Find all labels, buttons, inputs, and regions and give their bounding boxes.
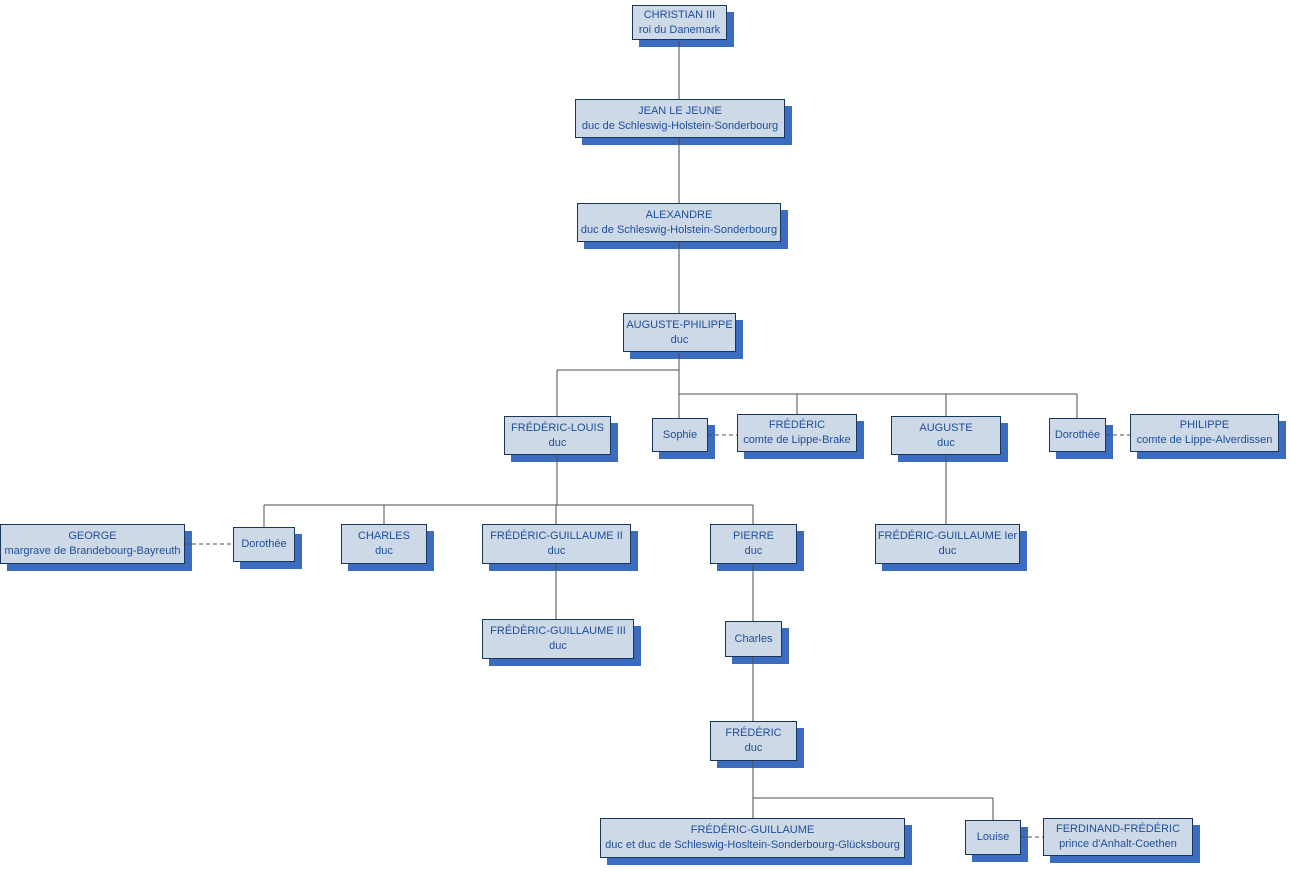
person-title: comte de Lippe-Alverdissen bbox=[1136, 434, 1273, 446]
person-name: Sophie bbox=[662, 428, 698, 441]
person-name: FERDINAND-FRÉDÉRIC bbox=[1055, 823, 1181, 836]
node-frederic-louis: FRÉDÉRIC-LOUIS duc bbox=[504, 416, 611, 455]
node-dorothee-brandebourg: Dorothée bbox=[233, 527, 295, 562]
person-title: duc bbox=[670, 333, 689, 346]
person-name: Charles bbox=[734, 632, 773, 645]
node-auguste-philippe: AUGUSTE-PHILIPPE duc bbox=[623, 313, 736, 352]
person-title: prince d'Anhalt-Coethen bbox=[1059, 838, 1177, 850]
person-name: FRÉDÉRIC-GUILLAUME bbox=[690, 824, 815, 837]
person-name: CHARLES bbox=[358, 530, 410, 543]
node-dorothee-lippe: Dorothée bbox=[1049, 418, 1106, 452]
node-ferdinand-frederic: FERDINAND-FRÉDÉRIC prince d'Anhalt-Coeth… bbox=[1043, 818, 1193, 856]
node-christian-iii: CHRISTIAN III roi du Danemark bbox=[632, 5, 727, 40]
person-title: duc bbox=[549, 640, 567, 652]
person-title: duc bbox=[547, 545, 566, 557]
person-title: duc bbox=[937, 436, 955, 449]
person-name: Louise bbox=[976, 831, 1010, 844]
node-frederic-lippe-brake: FRÉDÉRIC comte de Lippe-Brake bbox=[737, 414, 857, 452]
person-title: duc bbox=[938, 545, 957, 557]
node-jean-le-jeune: JEAN LE JEUNE duc de Schleswig-Holstein-… bbox=[575, 99, 785, 138]
person-title: duc et duc de Schleswig-Hosltein-Sonderb… bbox=[605, 839, 900, 851]
person-name: ALEXANDRE bbox=[645, 208, 713, 221]
person-title: comte de Lippe-Brake bbox=[743, 434, 851, 446]
person-name: JEAN LE JEUNE bbox=[638, 104, 722, 117]
person-title: duc bbox=[375, 545, 393, 557]
person-name: Dorothée bbox=[241, 538, 287, 551]
person-name: FRÉDÉRIC-GUILLAUME II bbox=[490, 530, 623, 543]
person-name: PIERRE bbox=[733, 530, 774, 543]
person-title: roi du Danemark bbox=[638, 23, 721, 36]
person-title: duc bbox=[548, 436, 567, 449]
node-pierre: PIERRE duc bbox=[710, 524, 797, 564]
person-name: GEORGE bbox=[68, 530, 117, 543]
person-name: Dorothée bbox=[1054, 428, 1101, 441]
person-name: AUGUSTE bbox=[919, 421, 973, 434]
person-title: duc de Schleswig-Holstein-Sonderbourg bbox=[581, 119, 779, 132]
node-alexandre: ALEXANDRE duc de Schleswig-Holstein-Sond… bbox=[577, 203, 781, 242]
node-sophie: Sophie bbox=[652, 418, 708, 452]
node-frederic-duc: FRÉDÉRIC duc bbox=[710, 721, 797, 761]
person-name: FRÉDÉRIC bbox=[768, 419, 826, 432]
person-title: duc de Schleswig-Holstein-Sonderbourg bbox=[580, 223, 778, 236]
node-charles: Charles bbox=[725, 621, 782, 657]
person-name: FRÉDÉRIC-LOUIS bbox=[511, 421, 604, 434]
node-frederic-guillaume: FRÉDÉRIC-GUILLAUME duc et duc de Schlesw… bbox=[600, 818, 905, 858]
node-frederic-guillaume-ii: FRÉDÉRIC-GUILLAUME II duc bbox=[482, 524, 631, 564]
node-frederic-guillaume-iii: FRÉDÈRIC-GUILLAUME III duc bbox=[482, 619, 634, 659]
person-name: FRÉDÈRIC-GUILLAUME III bbox=[490, 625, 626, 638]
person-name: CHRISTIAN III bbox=[643, 8, 716, 21]
person-name: AUGUSTE-PHILIPPE bbox=[626, 318, 733, 331]
person-title: duc bbox=[744, 545, 763, 557]
node-george: GEORGE margrave de Brandebourg-Bayreuth bbox=[0, 524, 185, 564]
person-name: FRÉDÉRIC-GUILLAUME Ier bbox=[877, 530, 1018, 543]
node-louise: Louise bbox=[965, 820, 1021, 855]
node-charles-duc: CHARLES duc bbox=[341, 524, 427, 564]
person-name: FRÉDÉRIC bbox=[725, 727, 782, 740]
person-name: PHILIPPE bbox=[1179, 419, 1230, 432]
node-frederic-guillaume-ier: FRÉDÉRIC-GUILLAUME Ier duc bbox=[875, 524, 1020, 564]
node-philippe: PHILIPPE comte de Lippe-Alverdissen bbox=[1130, 414, 1279, 452]
node-auguste: AUGUSTE duc bbox=[891, 416, 1001, 455]
person-title: duc bbox=[744, 742, 763, 754]
person-title: margrave de Brandebourg-Bayreuth bbox=[4, 545, 181, 557]
